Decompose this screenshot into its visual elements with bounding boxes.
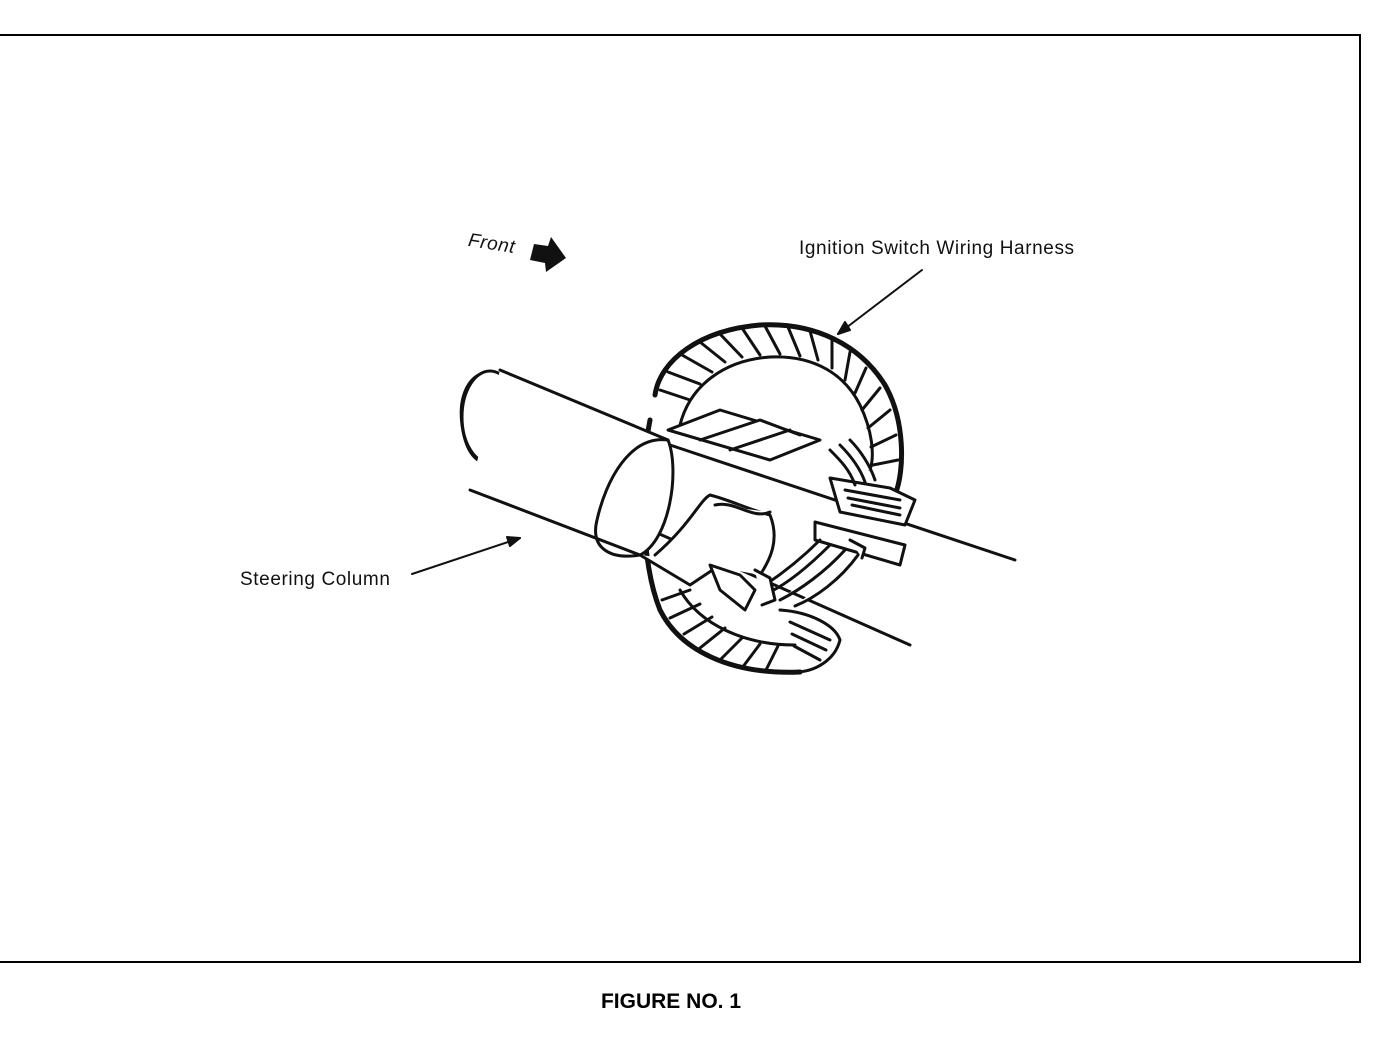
harness-leader-line [837, 269, 923, 335]
harness-connectors [666, 408, 917, 612]
wiring-harness-ring [640, 322, 904, 675]
figure-frame [0, 34, 1361, 963]
column-leader-arrowhead [506, 536, 521, 547]
steering-column-label: Steering Column [240, 569, 391, 590]
harness-leader-arrowhead [837, 321, 851, 335]
front-arrow-icon [530, 237, 566, 272]
steering-column-tube [459, 368, 1017, 647]
harness-label: Ignition Switch Wiring Harness [799, 238, 1075, 259]
column-leader-line [411, 537, 521, 575]
figure-caption: FIGURE NO. 1 [600, 990, 742, 1013]
